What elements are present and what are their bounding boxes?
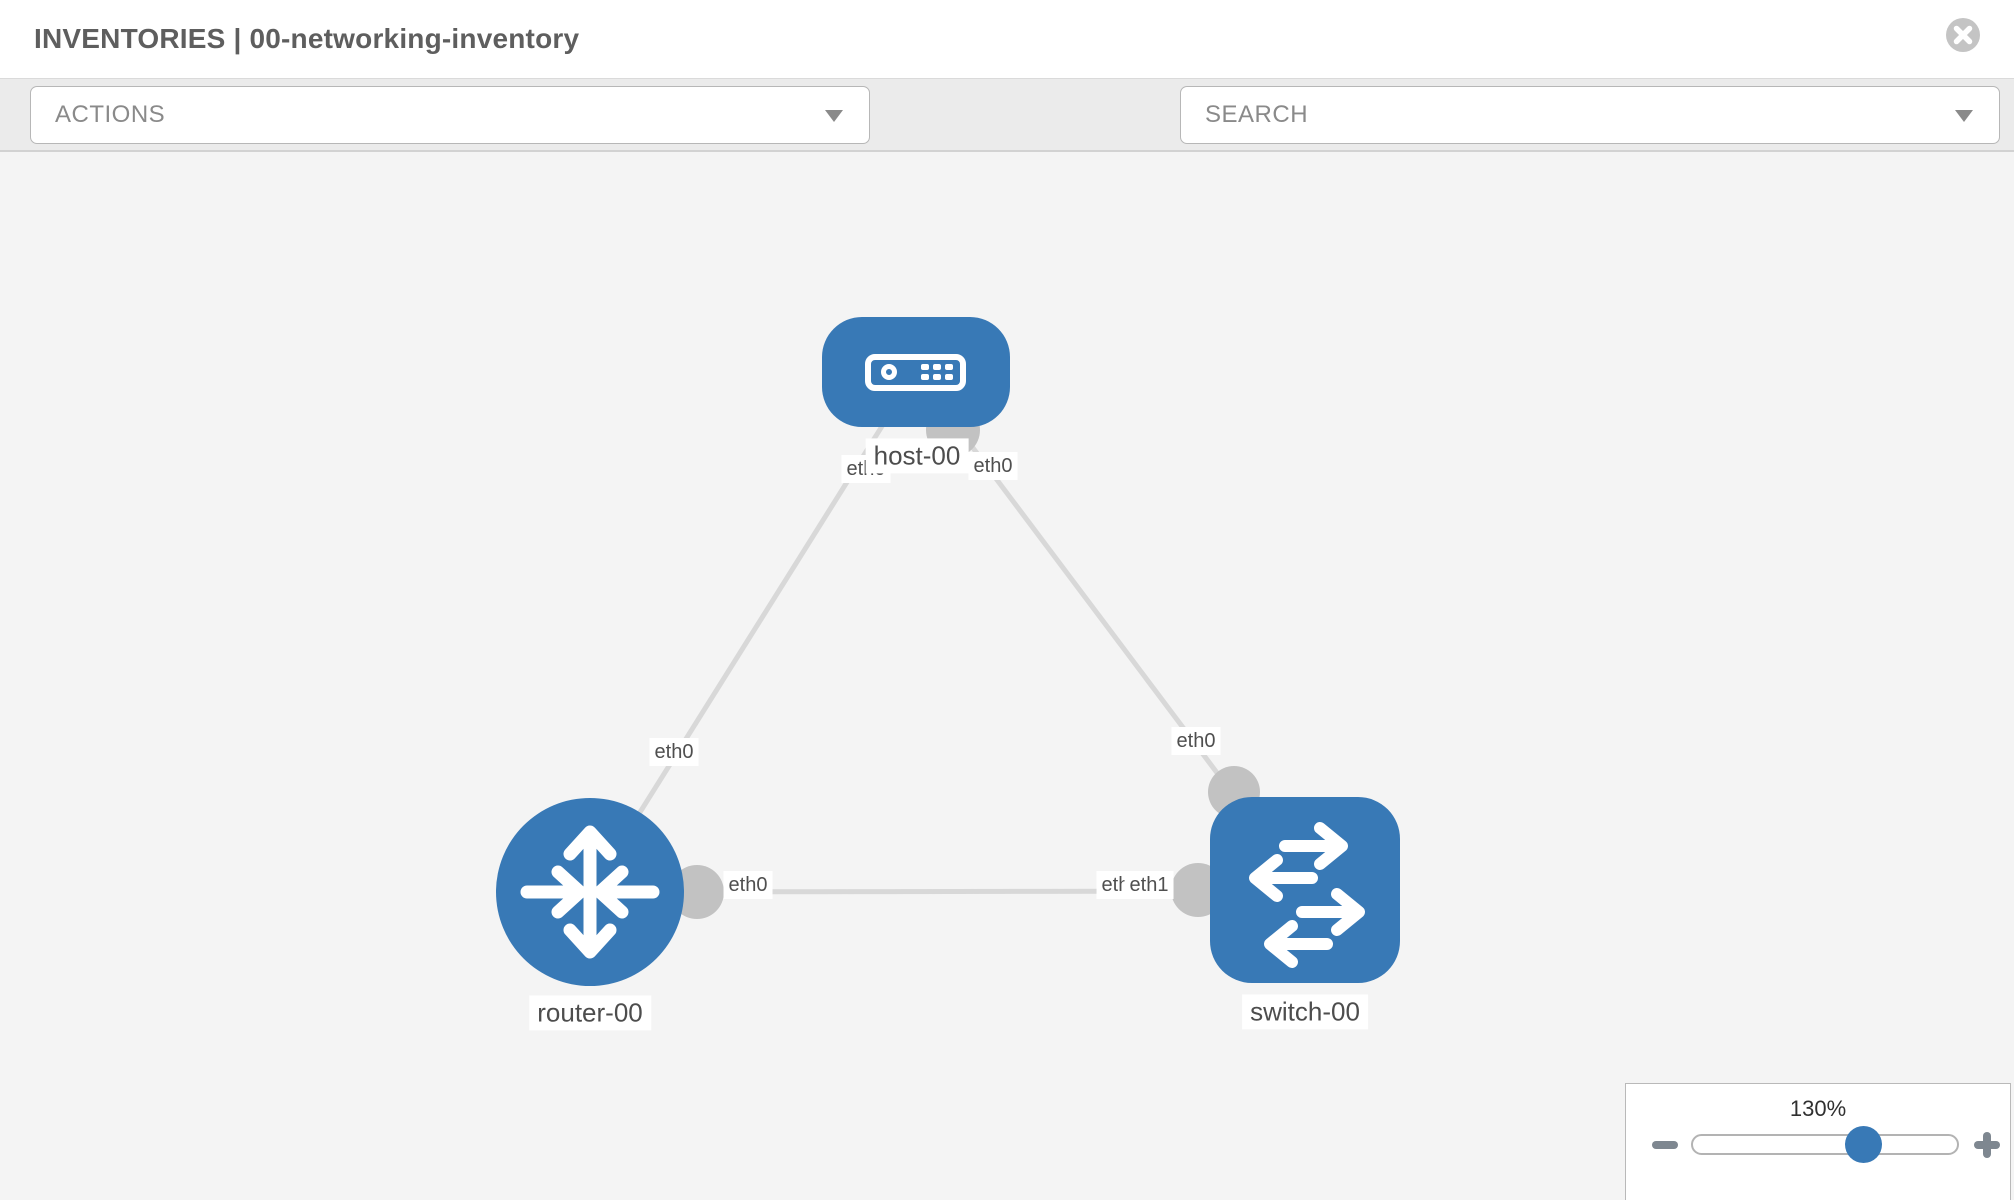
chevron-down-icon: [1955, 110, 1973, 122]
node-switch-00[interactable]: [1210, 797, 1400, 983]
link-label: eth0: [723, 871, 773, 899]
router-arrows-icon: [520, 825, 660, 959]
actions-dropdown[interactable]: ACTIONS: [30, 86, 870, 144]
node-label-host: host-00: [865, 438, 969, 474]
zoom-panel: 130%: [1625, 1083, 2011, 1200]
plus-icon: [1983, 1132, 1991, 1158]
zoom-out-button[interactable]: [1650, 1130, 1680, 1160]
node-router-00[interactable]: [496, 798, 684, 986]
node-label-router: router-00: [529, 995, 651, 1031]
zoom-in-button[interactable]: [1972, 1130, 2002, 1160]
link-label: eth0: [649, 738, 699, 766]
node-label-switch: switch-00: [1242, 994, 1368, 1030]
chevron-down-icon: [825, 110, 843, 122]
header-bar: INVENTORIES | 00-networking-inventory: [0, 0, 2014, 78]
interface-dot: [670, 403, 1260, 919]
actions-dropdown-label: ACTIONS: [55, 101, 166, 128]
switch-arrows-icon: [1249, 822, 1365, 968]
host-device-icon: [865, 354, 966, 391]
node-host-00[interactable]: [822, 317, 1010, 427]
close-button[interactable]: [1945, 17, 1981, 53]
search-dropdown-label: SEARCH: [1205, 101, 1309, 128]
zoom-slider-thumb[interactable]: [1845, 1126, 1883, 1163]
link-label: eth0: [1171, 727, 1221, 755]
page-title: INVENTORIES | 00-networking-inventory: [34, 23, 580, 54]
zoom-level-value: 130%: [1789, 1096, 1847, 1121]
minus-icon: [1652, 1141, 1678, 1149]
link-label: eth1: [1124, 871, 1174, 899]
link-label: eth0: [968, 452, 1018, 480]
zoom-slider[interactable]: [1691, 1126, 1959, 1163]
search-dropdown[interactable]: SEARCH: [1180, 86, 2000, 144]
close-icon: [1945, 18, 1981, 56]
topology-canvas[interactable]: eth0 eth0 eth0 eth0 eth0 eth1 eth1 host-…: [0, 152, 2014, 1200]
toolbar: ACTIONS SEARCH: [0, 78, 2014, 216]
